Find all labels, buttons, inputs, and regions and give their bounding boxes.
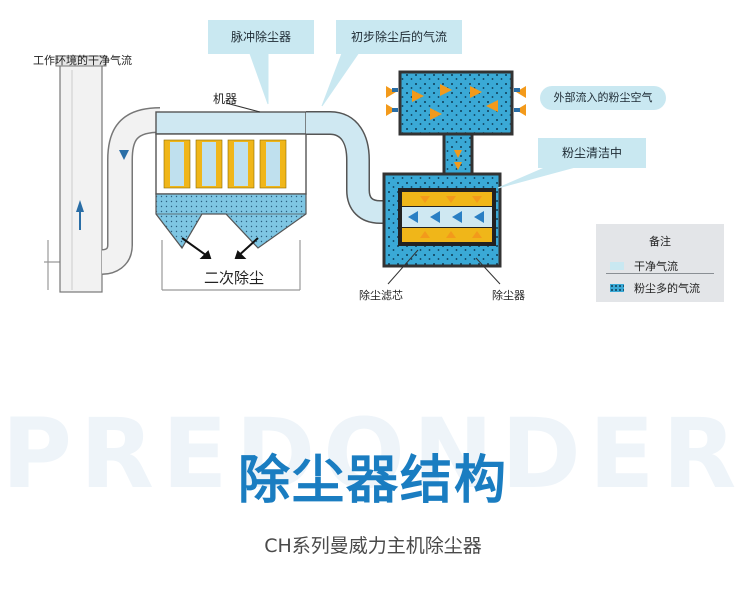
legend-item-clean-air: 干净气流 [610,258,678,274]
callout-dust-cleaning: 粉尘清洁中 [538,138,646,168]
legend-divider [606,273,714,274]
label-machine: 机器 [213,92,238,106]
label-work-env-clean-air: 工作环境的干净气流 [33,54,132,67]
legend-swatch-dusty [610,284,624,292]
label-dust-collector: 除尘器 [492,289,525,302]
callout-post-airflow: 初步除尘后的气流 [336,20,462,54]
label-filter-cartridge: 除尘滤芯 [359,289,403,302]
legend-label-dusty: 粉尘多的气流 [634,282,700,295]
exhaust-stack [55,55,107,293]
callout-outside-dust-air: 外部流入的粉尘空气 [540,86,666,110]
brand-watermark: PREDONDER [1,398,745,510]
page-title: 除尘器结构 [237,451,508,511]
label-secondary-dust-removal: 二次除尘 [204,269,265,287]
callout-pulse-collector: 脉冲除尘器 [208,20,314,54]
legend-label-clean: 干净气流 [634,260,678,273]
page-subtitle: CH系列曼威力主机除尘器 [264,535,482,557]
legend: 备注 干净气流 粉尘多的气流 [596,224,724,302]
legend-swatch-clean [610,262,624,270]
cleaning-unit [382,70,526,268]
diagram-graphic [44,47,595,293]
legend-item-dusty-air: 粉尘多的气流 [610,280,700,296]
pulse-collector-body [155,111,307,259]
dust-collector-diagram: 脉冲除尘器 初步除尘后的气流 外部流入的粉尘空气 粉尘清洁中 工作环境的干净气流… [33,20,724,302]
legend-title: 备注 [649,235,671,248]
